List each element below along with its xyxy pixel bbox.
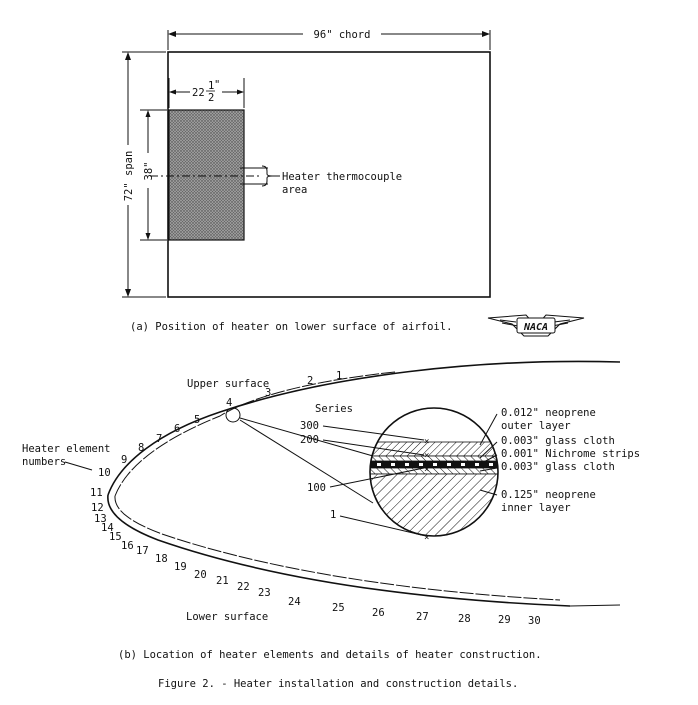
part-a-caption: (a) Position of heater on lower surface … (130, 321, 452, 333)
svg-text:×: × (424, 465, 429, 475)
element-number: 4 (226, 397, 232, 409)
layer-outer-neoprene (370, 441, 498, 457)
layer-label: 0.003" glass cloth (501, 461, 615, 473)
element-number: 10 (98, 467, 111, 479)
naca-logo: NACA (487, 314, 585, 337)
element-numbers-label-cont: numbers (22, 456, 66, 468)
airfoil-lower-contour (107, 494, 571, 607)
part-b-section-view: 1 2 3 4 5 6 7 8 9 10 11 12 13 14 15 16 1… (22, 360, 640, 661)
element-number: 9 (121, 454, 127, 466)
element-number: 27 (416, 611, 429, 623)
element-number: 12 (91, 502, 104, 514)
element-number: 21 (216, 575, 229, 587)
svg-text:NACA: NACA (523, 322, 548, 333)
element-number: 5 (194, 414, 200, 426)
element-number: 16 (121, 540, 134, 552)
element-number: 30 (528, 615, 541, 627)
airfoil-upper-contour (107, 360, 621, 496)
element-number: 23 (258, 587, 271, 599)
lower-surface-label: Lower surface (186, 611, 268, 623)
element-number: 8 (138, 442, 144, 454)
element-number: 29 (498, 614, 511, 626)
svg-text:": " (214, 79, 220, 91)
element-numbers: 1 2 3 4 5 6 7 8 9 10 11 12 13 14 15 16 1… (90, 370, 541, 627)
thermocouple-brace (261, 165, 273, 187)
series-label-200: 200 (300, 434, 319, 446)
layer-glass-cloth-inner (370, 467, 498, 475)
element-number: 14 (101, 522, 114, 534)
heater-width-label: 22 1 2 " (192, 79, 220, 104)
element-number: 2 (307, 375, 313, 387)
layer-labels: 0.012" neoprene outer layer 0.003" glass… (479, 407, 640, 514)
detail-marker-circle (225, 407, 241, 423)
series-label-100: 100 (307, 482, 326, 494)
series-label-300: 300 (300, 420, 319, 432)
svg-text:×: × (424, 451, 429, 461)
element-number: 26 (372, 607, 385, 619)
element-number: 6 (174, 423, 180, 435)
element-number: 3 (265, 387, 271, 399)
svg-text:22: 22 (192, 87, 205, 99)
heater-height-label: 38" (143, 162, 155, 181)
layer-label: 0.001" Nichrome strips (501, 448, 640, 460)
airfoil-lower-tail (569, 604, 621, 607)
element-number: 18 (155, 553, 168, 565)
element-number: 24 (288, 596, 301, 608)
layer-label: 0.012" neoprene (501, 407, 596, 419)
heater-layer-upper (114, 371, 396, 497)
layer-label-cont: outer layer (501, 420, 571, 432)
layer-label-cont: inner layer (501, 502, 571, 514)
chord-label: 96" chord (314, 29, 371, 41)
layer-inner-neoprene (370, 473, 498, 536)
part-b-caption: (b) Location of heater elements and deta… (118, 649, 542, 661)
element-numbers-label: Heater element (22, 443, 111, 455)
svg-text:×: × (424, 533, 429, 543)
layer-glass-cloth-outer (370, 455, 498, 462)
element-number: 22 (237, 581, 250, 593)
airfoil-outline (167, 51, 491, 298)
upper-surface-label: Upper surface (187, 378, 269, 390)
svg-text:2: 2 (208, 92, 214, 104)
element-number: 15 (109, 531, 122, 543)
figure-caption: Figure 2. - Heater installation and cons… (158, 678, 518, 690)
heater-patch (168, 109, 245, 241)
element-number: 1 (336, 370, 342, 382)
layer-label: 0.125" neoprene (501, 489, 596, 501)
layer-label: 0.003" glass cloth (501, 435, 615, 447)
element-number: 17 (136, 545, 149, 557)
series-title: Series (315, 403, 353, 415)
element-number: 13 (94, 513, 107, 525)
construction-detail (369, 407, 499, 537)
thermocouple-label-cont: area (282, 184, 307, 196)
element-number: 25 (332, 602, 345, 614)
element-number: 28 (458, 613, 471, 625)
svg-text:×: × (424, 437, 429, 447)
thermocouple-label: Heater thermocouple (282, 171, 402, 183)
element-number: 20 (194, 569, 207, 581)
element-number: 19 (174, 561, 187, 573)
part-a-plan-view: 96" chord 72" span 22 1 2 " 38" (122, 29, 585, 337)
element-number: 11 (90, 487, 103, 499)
series-label-1: 1 (330, 509, 336, 521)
element-number: 7 (156, 433, 162, 445)
svg-text:1: 1 (208, 80, 214, 92)
heater-layer-lower (114, 495, 561, 601)
span-label: 72" span (123, 151, 135, 202)
